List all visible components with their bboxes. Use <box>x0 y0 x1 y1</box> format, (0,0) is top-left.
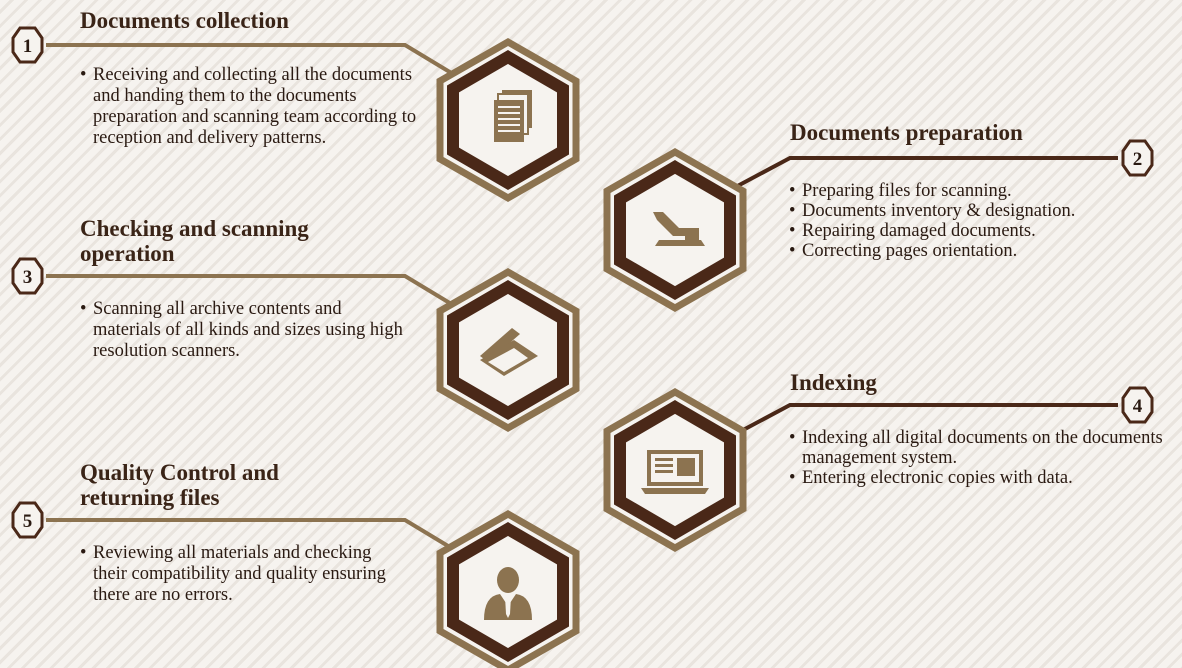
step-5-title: Quality Control and returning files <box>80 460 279 510</box>
step-2-hexagon <box>603 147 747 313</box>
step-1-bullets: Receiving and collecting all the documen… <box>80 65 440 149</box>
step-1-connector <box>46 43 460 79</box>
step-1-number-badge: 1 <box>11 26 44 64</box>
step-4-number-badge: 4 <box>1121 386 1154 424</box>
step-2-title: Documents preparation <box>790 120 1023 145</box>
step-5-bullets: Reviewing all materials and checking the… <box>80 543 400 606</box>
step-5-number-badge: 5 <box>11 501 44 539</box>
step-1-bullet: Receiving and collecting all the documen… <box>80 65 440 149</box>
step-3-bullets: Scanning all archive contents and materi… <box>80 299 410 362</box>
step-4-bullet: Entering electronic copies with data. <box>789 468 1181 488</box>
laptop-icon <box>641 450 709 494</box>
scanner-icon <box>480 328 538 376</box>
step-5-bullet: Reviewing all materials and checking the… <box>80 543 400 606</box>
step-5-connector <box>46 518 460 554</box>
step-3-hexagon <box>436 267 580 433</box>
step-2-bullet: Preparing files for scanning. <box>789 181 1181 201</box>
step-3-number-badge: 3 <box>11 257 44 295</box>
step-2-number: 2 <box>1133 149 1143 170</box>
step-3-title: Checking and scanning operation <box>80 216 309 266</box>
step-4-connector <box>729 403 1118 439</box>
step-2-bullets: Preparing files for scanning. Documents … <box>789 181 1181 261</box>
step-2-bullet: Documents inventory & designation. <box>789 201 1181 221</box>
step-5-hexagon <box>436 509 580 668</box>
step-5-number: 5 <box>23 511 33 532</box>
step-1-number: 1 <box>23 36 33 57</box>
step-2-number-badge: 2 <box>1121 139 1154 177</box>
step-2-bullet: Correcting pages orientation. <box>789 241 1181 261</box>
step-4-title: Indexing <box>790 370 877 395</box>
step-4-bullets: Indexing all digital documents on the do… <box>789 428 1181 488</box>
step-2-connector <box>729 156 1118 192</box>
step-1-hexagon <box>436 37 580 203</box>
step-1-title: Documents collection <box>80 8 289 33</box>
step-4-bullet: Indexing all digital documents on the do… <box>789 428 1181 468</box>
step-2-bullet: Repairing damaged documents. <box>789 221 1181 241</box>
step-4-number: 4 <box>1133 396 1143 417</box>
documents-stack-icon <box>494 90 532 142</box>
step-3-number: 3 <box>23 267 33 288</box>
step-3-bullet: Scanning all archive contents and materi… <box>80 299 410 362</box>
stapler-icon <box>653 212 705 246</box>
step-3-connector <box>46 274 460 310</box>
step-4-hexagon <box>603 387 747 553</box>
person-icon <box>484 567 532 620</box>
